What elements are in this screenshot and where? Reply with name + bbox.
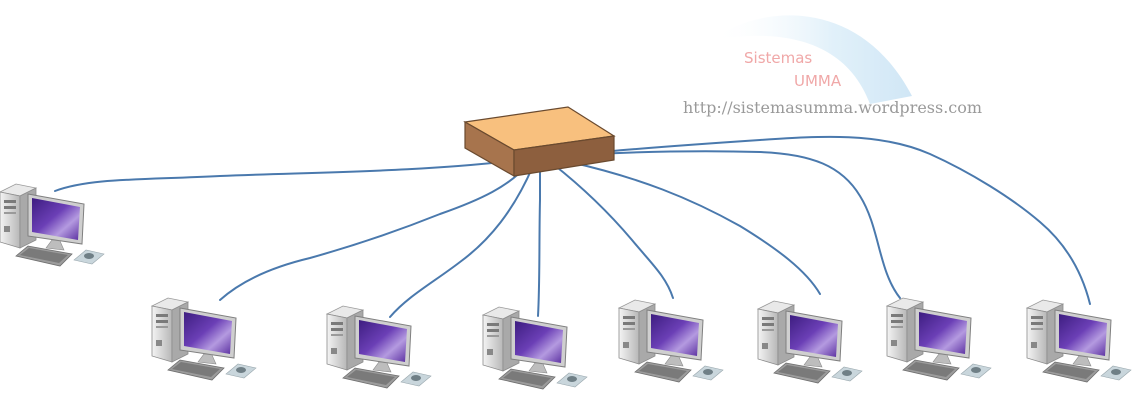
cable-1 [54,159,521,192]
desktop-computer-icon [151,297,257,381]
cable-5 [552,163,674,299]
desktop-computer-icon [326,305,432,389]
cable-3 [389,165,534,318]
hub-box-icon [463,106,616,178]
watermark-arc [712,15,912,105]
cable-4 [537,165,541,317]
cable-8 [579,135,1091,305]
desktop-computer-icon [0,183,105,267]
desktop-computer-icon [886,297,992,381]
desktop-computer-icon [618,299,724,383]
cable-6 [569,161,821,295]
watermark-line2: UMMA [794,72,842,90]
cables [54,135,1091,318]
desktop-computer-icon [757,300,863,384]
cable-7 [575,150,901,299]
cable-2 [219,163,529,301]
watermark-url: http://sistemasumma.wordpress.com [683,98,982,117]
desktop-computer-icon [482,306,588,390]
watermark: Sistemas UMMA http://sistemasumma.wordpr… [683,15,982,117]
computers [0,183,1132,390]
desktop-computer-icon [1026,299,1132,383]
watermark-line1: Sistemas [744,49,812,67]
